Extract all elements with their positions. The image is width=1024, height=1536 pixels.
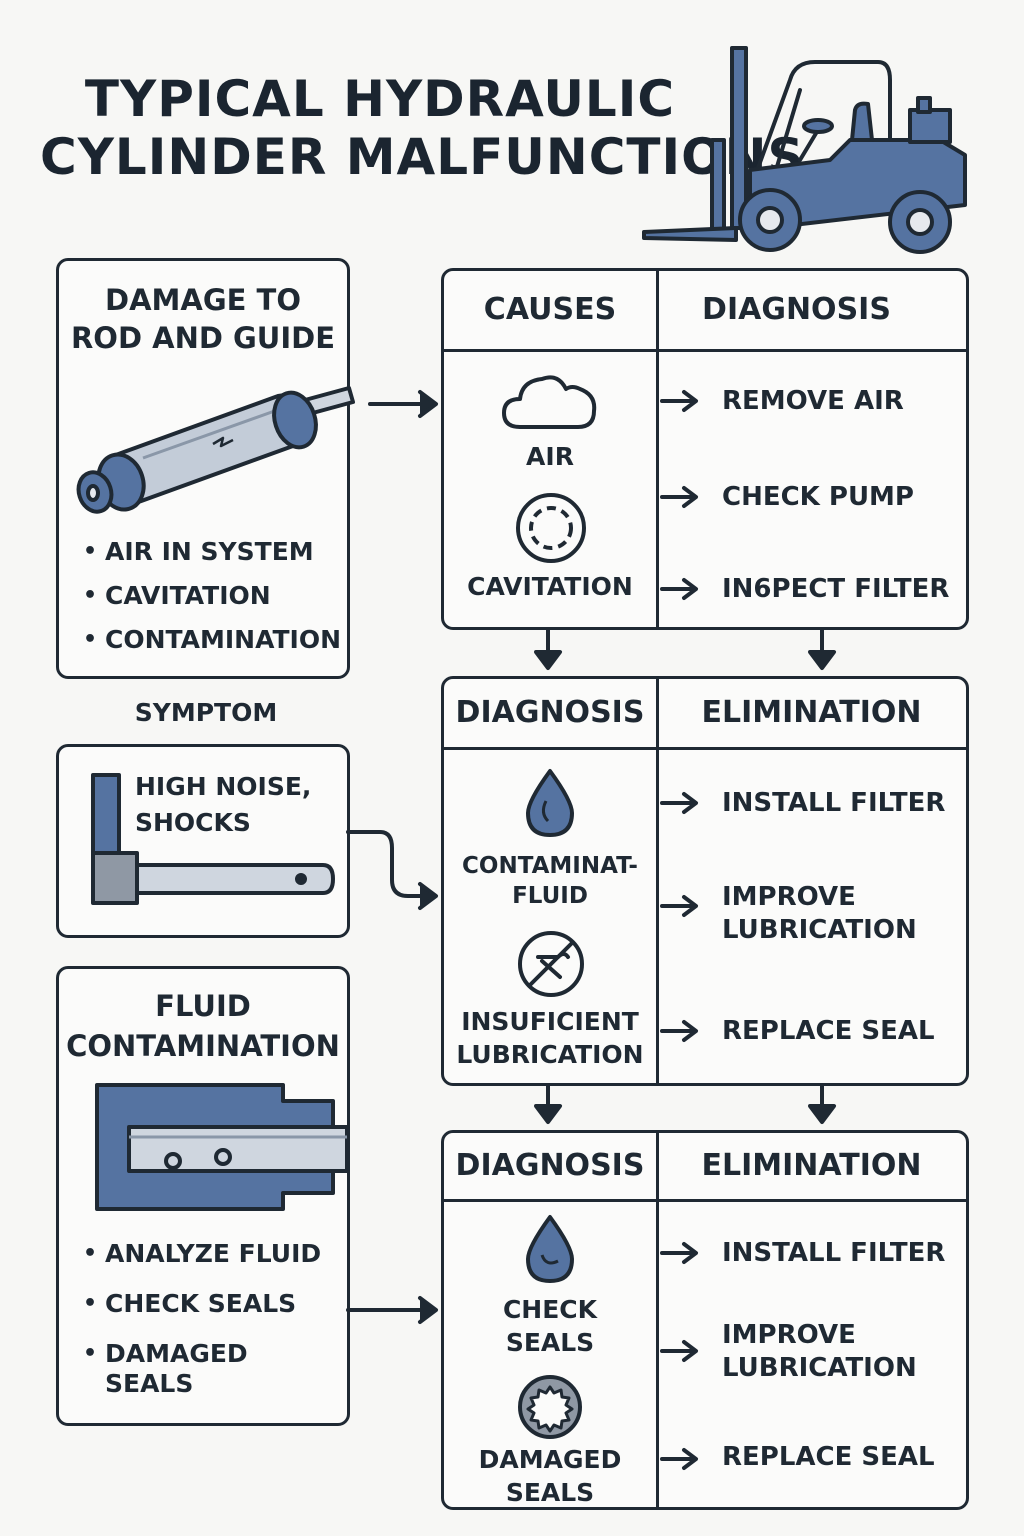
fluid-bullet-list: ANALYZE FLUID CHECK SEALS DAMAGED SEALS: [83, 1239, 337, 1413]
table-2-right-header: ELIMINATION: [701, 695, 922, 730]
table-1-action-2: CHECK PUMP: [722, 482, 914, 512]
table-3-item-1: CHECK SEALS: [502, 1295, 598, 1357]
droplet-icon: [526, 769, 574, 837]
title-line-2: CYLINDER MALFUNCTIONS: [40, 128, 805, 186]
arrow-right-icon: [660, 895, 698, 917]
table-2-left-header: DIAGNOSIS: [455, 695, 645, 730]
table-2-item-2: INSUFICIENT LUBRICATION: [456, 1007, 644, 1069]
symptom-text: HIGH NOISE, SHOCKS: [135, 769, 311, 841]
symptom-line-2: SHOCKS: [135, 808, 251, 837]
table-2-divider: [656, 679, 659, 1083]
table-1-action-3: IN6PECT FILTER: [722, 574, 950, 604]
arrow-right-icon: [660, 1448, 698, 1470]
damage-bullet-1: AIR IN SYSTEM: [83, 537, 337, 567]
prohibited-wrench-icon: [518, 931, 584, 997]
table-2-action-3: REPLACE SEAL: [722, 1016, 935, 1046]
damage-bullet-2: CAVITATION: [83, 581, 337, 611]
fluid-title-line-2: CONTAMINATION: [66, 1029, 340, 1063]
page-title: TYPICAL HYDRAULIC CYLINDER MALFUNCTIONS: [40, 70, 805, 186]
fluid-title-line-1: FLUID: [155, 989, 251, 1023]
diagnosis-elimination-table-1: DIAGNOSIS ELIMINATION CONTAMINAT- FLUID …: [441, 676, 969, 1086]
table-3-action-2: IMPROVE LUBRICATION: [722, 1320, 917, 1383]
damage-title-line-2: ROD AND GUIDE: [70, 321, 336, 355]
causes-diagnosis-table: CAUSES DIAGNOSIS AIR CAVITATION REMOVE A…: [441, 268, 969, 630]
title-line-1: TYPICAL HYDRAULIC: [84, 70, 676, 128]
cloud-icon: [502, 375, 597, 429]
fluid-bullet-1: ANALYZE FLUID: [83, 1239, 337, 1269]
arrow-right-icon: [660, 486, 698, 508]
cylinder-cutaway-icon: [95, 1083, 349, 1211]
table-2-header: DIAGNOSIS ELIMINATION: [444, 679, 966, 750]
table-2-action-2: IMPROVE LUBRICATION: [722, 882, 917, 945]
table-3-header: DIAGNOSIS ELIMINATION: [444, 1133, 966, 1202]
cylinder-rod-icon: [76, 386, 355, 514]
table-2-action-1: INSTALL FILTER: [722, 788, 946, 818]
table-3-item-2: DAMAGED SEALS: [478, 1445, 622, 1507]
table-1-action-1: REMOVE AIR: [722, 386, 904, 416]
table-1-divider: [656, 271, 659, 627]
table-1-item-2: CAVITATION: [467, 572, 633, 601]
arrow-right-icon: [660, 578, 698, 600]
fluid-bullet-2: CHECK SEALS: [83, 1289, 337, 1319]
table-2-item-1: CONTAMINAT- FLUID: [462, 853, 638, 909]
damage-panel: DAMAGE TO ROD AND GUIDE AIR IN SYSTEM CA…: [56, 258, 355, 679]
table-3-right-header: ELIMINATION: [701, 1148, 922, 1183]
cavitation-ring-icon: [516, 493, 586, 563]
arrow-right-icon: [660, 1020, 698, 1042]
table-3-left-header: DIAGNOSIS: [455, 1148, 645, 1183]
symptom-panel: HIGH NOISE, SHOCKS: [56, 744, 350, 938]
damage-title-line-1: DAMAGE TO: [105, 283, 301, 317]
droplet-icon: [526, 1215, 574, 1283]
table-1-header: CAUSES DIAGNOSIS: [444, 271, 966, 352]
gear-icon: [518, 1375, 582, 1439]
damage-bullet-3: CONTAMINATION: [83, 625, 341, 655]
arrow-right-icon: [660, 1242, 698, 1264]
table-3-action-1: INSTALL FILTER: [722, 1238, 946, 1268]
table-1-left-header: CAUSES: [483, 292, 617, 327]
diagnosis-elimination-table-2: DIAGNOSIS ELIMINATION CHECK SEALS DAMAGE…: [441, 1130, 969, 1510]
arrow-right-icon: [660, 390, 698, 412]
damage-bullet-list: AIR IN SYSTEM CAVITATION CONTAMINATION: [83, 537, 341, 669]
arrow-right-icon: [660, 792, 698, 814]
piston-rod-icon: [91, 773, 335, 905]
table-3-action-3: REPLACE SEAL: [722, 1442, 935, 1472]
table-1-right-header: DIAGNOSIS: [702, 292, 891, 327]
forklift-icon: [642, 46, 967, 254]
table-3-divider: [656, 1133, 659, 1507]
symptom-label: SYMPTOM: [134, 698, 278, 727]
arrow-right-icon: [660, 1340, 698, 1362]
fluid-bullet-3: DAMAGED SEALS: [83, 1339, 285, 1399]
fluid-contamination-panel: FLUID CONTAMINATION ANALYZE FLUID CHECK …: [56, 966, 350, 1426]
symptom-line-1: HIGH NOISE,: [135, 772, 312, 801]
table-1-item-1: AIR: [526, 442, 574, 471]
